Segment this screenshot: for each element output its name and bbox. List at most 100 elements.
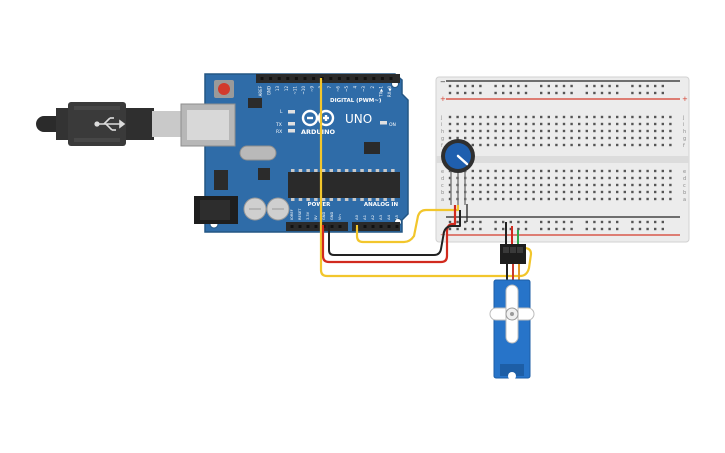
analog-pin-hole[interactable] bbox=[371, 225, 375, 228]
rail-hole[interactable] bbox=[661, 91, 664, 95]
tie-point-hole[interactable] bbox=[502, 190, 505, 194]
tie-point-hole[interactable] bbox=[638, 169, 642, 173]
tie-point-hole[interactable] bbox=[471, 176, 474, 180]
power-pin-hole[interactable] bbox=[338, 225, 342, 228]
rail-hole[interactable] bbox=[593, 84, 596, 88]
tie-point-hole[interactable] bbox=[593, 169, 596, 173]
tie-point-hole[interactable] bbox=[578, 169, 581, 173]
tie-point-hole[interactable] bbox=[464, 122, 467, 126]
tie-point-hole[interactable] bbox=[479, 136, 482, 140]
tie-point-hole[interactable] bbox=[502, 129, 505, 133]
tie-point-hole[interactable] bbox=[509, 183, 512, 187]
analog-header[interactable] bbox=[352, 222, 400, 231]
rail-hole[interactable] bbox=[600, 227, 604, 231]
tie-point-hole[interactable] bbox=[638, 176, 642, 180]
tie-point-hole[interactable] bbox=[502, 115, 505, 119]
tie-point-hole[interactable] bbox=[600, 183, 604, 187]
tie-point-hole[interactable] bbox=[509, 169, 512, 173]
tie-point-hole[interactable] bbox=[661, 190, 664, 194]
tie-point-hole[interactable] bbox=[471, 169, 474, 173]
tie-point-hole[interactable] bbox=[494, 169, 497, 173]
tie-point-hole[interactable] bbox=[486, 197, 490, 201]
tie-point-hole[interactable] bbox=[593, 176, 596, 180]
tie-point-hole[interactable] bbox=[547, 183, 550, 187]
tie-point-hole[interactable] bbox=[600, 122, 604, 126]
rail-hole[interactable] bbox=[502, 91, 505, 95]
tie-point-hole[interactable] bbox=[654, 129, 657, 133]
rail-hole[interactable] bbox=[646, 220, 649, 224]
tie-point-hole[interactable] bbox=[578, 176, 581, 180]
tie-point-hole[interactable] bbox=[532, 136, 535, 140]
tie-point-hole[interactable] bbox=[638, 143, 642, 147]
tie-point-hole[interactable] bbox=[646, 122, 649, 126]
tie-point-hole[interactable] bbox=[600, 143, 604, 147]
tie-point-hole[interactable] bbox=[585, 143, 588, 147]
tie-point-hole[interactable] bbox=[448, 176, 452, 180]
tie-point-hole[interactable] bbox=[494, 176, 497, 180]
tie-point-hole[interactable] bbox=[562, 190, 566, 194]
tie-point-hole[interactable] bbox=[661, 183, 664, 187]
tie-point-hole[interactable] bbox=[608, 176, 611, 180]
tie-point-hole[interactable] bbox=[631, 129, 634, 133]
tie-point-hole[interactable] bbox=[608, 169, 611, 173]
tie-point-hole[interactable] bbox=[578, 129, 581, 133]
tie-point-hole[interactable] bbox=[661, 143, 664, 147]
tie-point-hole[interactable] bbox=[517, 129, 520, 133]
tie-point-hole[interactable] bbox=[479, 197, 482, 201]
tie-point-hole[interactable] bbox=[669, 129, 672, 133]
tie-point-hole[interactable] bbox=[646, 197, 649, 201]
tie-point-hole[interactable] bbox=[570, 136, 573, 140]
tie-point-hole[interactable] bbox=[616, 197, 619, 201]
rail-hole[interactable] bbox=[509, 220, 512, 224]
tie-point-hole[interactable] bbox=[494, 143, 497, 147]
tie-point-hole[interactable] bbox=[570, 115, 573, 119]
tie-point-hole[interactable] bbox=[593, 197, 596, 201]
tie-point-hole[interactable] bbox=[562, 176, 566, 180]
tie-point-hole[interactable] bbox=[616, 183, 619, 187]
tie-point-hole[interactable] bbox=[555, 136, 558, 140]
tie-point-hole[interactable] bbox=[570, 122, 573, 126]
rail-hole[interactable] bbox=[464, 227, 467, 231]
rail-hole[interactable] bbox=[479, 84, 482, 88]
tie-point-hole[interactable] bbox=[448, 129, 452, 133]
tie-point-hole[interactable] bbox=[448, 190, 452, 194]
rail-hole[interactable] bbox=[608, 220, 611, 224]
tie-point-hole[interactable] bbox=[646, 136, 649, 140]
tie-point-hole[interactable] bbox=[524, 176, 528, 180]
tie-point-hole[interactable] bbox=[578, 136, 581, 140]
rail-hole[interactable] bbox=[464, 91, 467, 95]
tie-point-hole[interactable] bbox=[616, 122, 619, 126]
tie-point-hole[interactable] bbox=[532, 190, 535, 194]
tie-point-hole[interactable] bbox=[494, 197, 497, 201]
tie-point-hole[interactable] bbox=[631, 183, 634, 187]
tie-point-hole[interactable] bbox=[638, 115, 642, 119]
tie-point-hole[interactable] bbox=[562, 143, 566, 147]
power-pin-hole[interactable] bbox=[306, 225, 310, 228]
tie-point-hole[interactable] bbox=[494, 190, 497, 194]
tie-point-hole[interactable] bbox=[631, 169, 634, 173]
tie-point-hole[interactable] bbox=[585, 129, 588, 133]
tie-point-hole[interactable] bbox=[608, 190, 611, 194]
tie-point-hole[interactable] bbox=[669, 197, 672, 201]
tie-point-hole[interactable] bbox=[669, 190, 672, 194]
tie-point-hole[interactable] bbox=[547, 169, 550, 173]
digital-pin-hole[interactable] bbox=[380, 77, 384, 80]
rail-hole[interactable] bbox=[646, 91, 649, 95]
tie-point-hole[interactable] bbox=[486, 129, 490, 133]
tie-point-hole[interactable] bbox=[464, 136, 467, 140]
rail-hole[interactable] bbox=[661, 227, 664, 231]
tie-point-hole[interactable] bbox=[540, 183, 543, 187]
rail-hole[interactable] bbox=[540, 84, 543, 88]
tie-point-hole[interactable] bbox=[486, 136, 490, 140]
rail-hole[interactable] bbox=[524, 220, 528, 224]
tie-point-hole[interactable] bbox=[471, 129, 474, 133]
rail-hole[interactable] bbox=[456, 227, 459, 231]
digital-pin-hole[interactable] bbox=[329, 77, 333, 80]
tie-point-hole[interactable] bbox=[555, 197, 558, 201]
rail-hole[interactable] bbox=[616, 91, 619, 95]
tie-point-hole[interactable] bbox=[638, 190, 642, 194]
tie-point-hole[interactable] bbox=[638, 136, 642, 140]
tie-point-hole[interactable] bbox=[570, 190, 573, 194]
rail-hole[interactable] bbox=[448, 227, 452, 231]
